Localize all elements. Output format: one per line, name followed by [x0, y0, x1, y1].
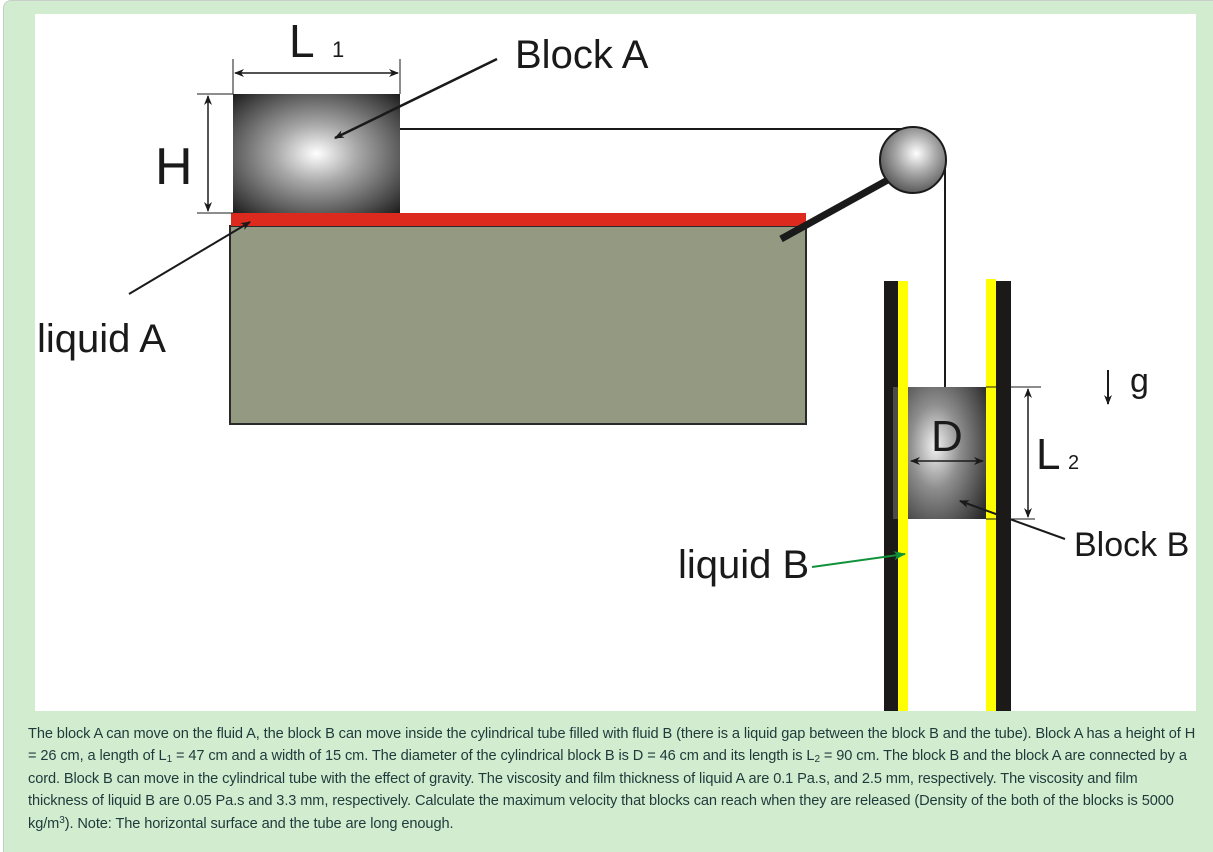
liquid-b-label: liquid B — [678, 543, 809, 587]
block-b — [908, 387, 986, 519]
l1-subscript-text: 1 — [166, 754, 173, 766]
liquid-b-pointer — [811, 551, 906, 568]
liquid-a-label: liquid A — [37, 317, 166, 361]
block-a-label: Block A — [515, 33, 649, 77]
liquid-b-film-right — [986, 279, 996, 711]
liquid-a-film — [231, 213, 806, 226]
horizontal-surface — [229, 225, 807, 425]
statement-part-1: The block A can move on the fluid A, the… — [28, 726, 1196, 765]
gravity-label: g — [1130, 362, 1149, 400]
problem-panel: L 1 H Block A liquid A D — [3, 0, 1213, 852]
l2-subscript-text: 2 — [814, 754, 820, 766]
block-a — [233, 94, 400, 213]
l1-label: L — [289, 15, 315, 67]
block-a-pointer — [334, 57, 498, 140]
l1-subscript: 1 — [332, 37, 344, 62]
problem-figure: L 1 H Block A liquid A D — [35, 14, 1196, 711]
d-label: D — [931, 412, 963, 461]
problem-statement: The block A can move on the fluid A, the… — [28, 723, 1198, 835]
statement-part-3: = 90 cm. The block B and the block A are… — [28, 748, 1187, 832]
statement-part-4: ). Note: The horizontal surface and the … — [64, 815, 454, 832]
liquid-b-film-left — [898, 281, 908, 711]
tube-wall-right — [996, 281, 1011, 711]
l2-label: L — [1036, 430, 1060, 479]
liquid-a-pointer — [128, 221, 251, 295]
block-b-label: Block B — [1074, 526, 1189, 564]
pulley — [879, 126, 947, 194]
block-b-pointer — [959, 500, 1066, 540]
h-label: H — [155, 138, 193, 196]
l2-subscript: 2 — [1068, 452, 1079, 474]
statement-part-2: = 47 cm and a width of 15 cm. The diamet… — [172, 748, 815, 765]
cubic-superscript: 3 — [59, 814, 65, 826]
diagram-svg: L 1 H Block A liquid A D — [37, 15, 1189, 711]
